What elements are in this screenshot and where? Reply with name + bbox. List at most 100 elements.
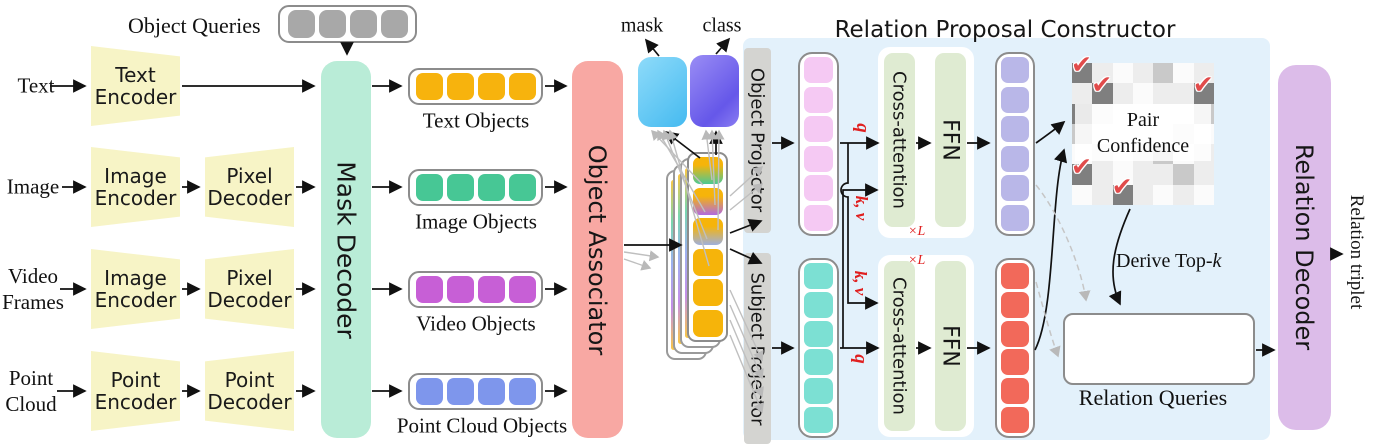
confidence-cell: [1072, 184, 1093, 205]
subject-feature-column: [798, 258, 839, 438]
text-objects-label: Text Objects: [422, 108, 530, 133]
image-objects-box: [408, 169, 543, 206]
confidence-cell: [1112, 184, 1133, 205]
confidence-cell: [1092, 83, 1113, 104]
confidence-cell: [1132, 184, 1154, 205]
confidence-cell: [1072, 164, 1093, 185]
token: [692, 157, 723, 185]
token: [446, 276, 474, 303]
token: [804, 175, 833, 202]
token: [804, 262, 833, 289]
input-label-image: Image: [6, 174, 60, 199]
confidence-cell: [1193, 63, 1214, 84]
token: [1001, 204, 1029, 231]
token: [1001, 57, 1029, 84]
q-label-bottom: q: [850, 354, 871, 364]
confidence-cell: [1173, 184, 1194, 205]
relation-queries-label: Relation Queries: [1078, 385, 1228, 410]
token: [1001, 145, 1029, 172]
confidence-cell: [1153, 63, 1174, 84]
token: [804, 378, 833, 405]
token: [446, 73, 474, 100]
confidence-cell: [1092, 63, 1113, 84]
token: [692, 248, 723, 276]
video-objects-label: Video Objects: [416, 311, 536, 336]
token: [1001, 175, 1029, 202]
token: [415, 174, 443, 201]
token: [508, 378, 536, 405]
token: [508, 174, 536, 201]
token: [1001, 320, 1029, 347]
token: [1001, 291, 1029, 318]
token: [477, 378, 505, 405]
cross-attention-label-top: Cross-attention: [888, 71, 910, 209]
token: [804, 145, 833, 172]
confidence-cell: [1173, 164, 1194, 185]
confidence-cell: [1132, 164, 1154, 185]
confidence-cell: [1153, 164, 1174, 185]
relation-decoder-bar: [1278, 65, 1331, 430]
point-cloud-objects-box: [408, 373, 543, 410]
mask-head-box: [638, 57, 687, 127]
cross-attention-label-bottom: Cross-attention: [888, 277, 910, 415]
relation-queries-box: [1063, 313, 1255, 385]
token: [287, 10, 315, 38]
confidence-cell: [1112, 63, 1133, 84]
ffn-label-top: FFN: [937, 119, 963, 161]
token: [692, 279, 723, 307]
token: [446, 174, 474, 201]
token: [1001, 116, 1029, 143]
token: [1001, 378, 1029, 405]
token: [446, 378, 474, 405]
token: [1001, 262, 1029, 289]
confidence-cell: [1193, 184, 1214, 205]
derive-topk-label: Derive Top-k: [1116, 250, 1222, 272]
token: [692, 187, 723, 215]
ffn-label-bottom: FFN: [937, 325, 963, 367]
confidence-cell: [1193, 83, 1214, 104]
check-icon: ✔: [1071, 50, 1092, 79]
xl-label-top: ×L: [908, 224, 926, 239]
confidence-cell: [1132, 83, 1154, 104]
image-objects-label: Image Objects: [415, 209, 537, 234]
token: [318, 10, 346, 38]
confidence-cell: [1153, 83, 1174, 104]
check-icon: ✔: [1091, 70, 1113, 100]
confidence-cell: [1193, 164, 1214, 185]
token: [804, 320, 833, 347]
token: [692, 309, 723, 337]
token: [508, 73, 536, 100]
subject-context-column: [995, 258, 1035, 438]
token: [804, 116, 833, 143]
token: [477, 276, 505, 303]
object-queries-label: Object Queries: [128, 13, 261, 38]
ffn-bar-bottom: [935, 261, 966, 431]
confidence-cell: [1132, 63, 1154, 84]
token: [1001, 349, 1029, 376]
confidence-cell: [1072, 63, 1093, 84]
token: [804, 204, 833, 231]
confidence-cell: [1173, 63, 1194, 84]
pair-confidence-title: Pair Confidence: [1075, 104, 1211, 161]
object-associator-label: Object Associator: [583, 144, 611, 356]
point-cloud-objects-label: Point Cloud Objects: [396, 413, 568, 438]
pair-confidence-matrix: Pair Confidence ✔✔✔✔✔: [1071, 52, 1214, 205]
relation-decoder-label: Relation Decoder: [1290, 143, 1318, 351]
fused-object-stack: [687, 152, 728, 342]
token: [415, 378, 443, 405]
token: [804, 57, 833, 84]
token: [692, 218, 723, 246]
token: [804, 291, 833, 318]
object-context-column: [995, 52, 1035, 236]
object-associator-bar: [572, 61, 623, 438]
confidence-cell: [1112, 164, 1133, 185]
confidence-cell: [1092, 184, 1113, 205]
token: [804, 86, 833, 113]
